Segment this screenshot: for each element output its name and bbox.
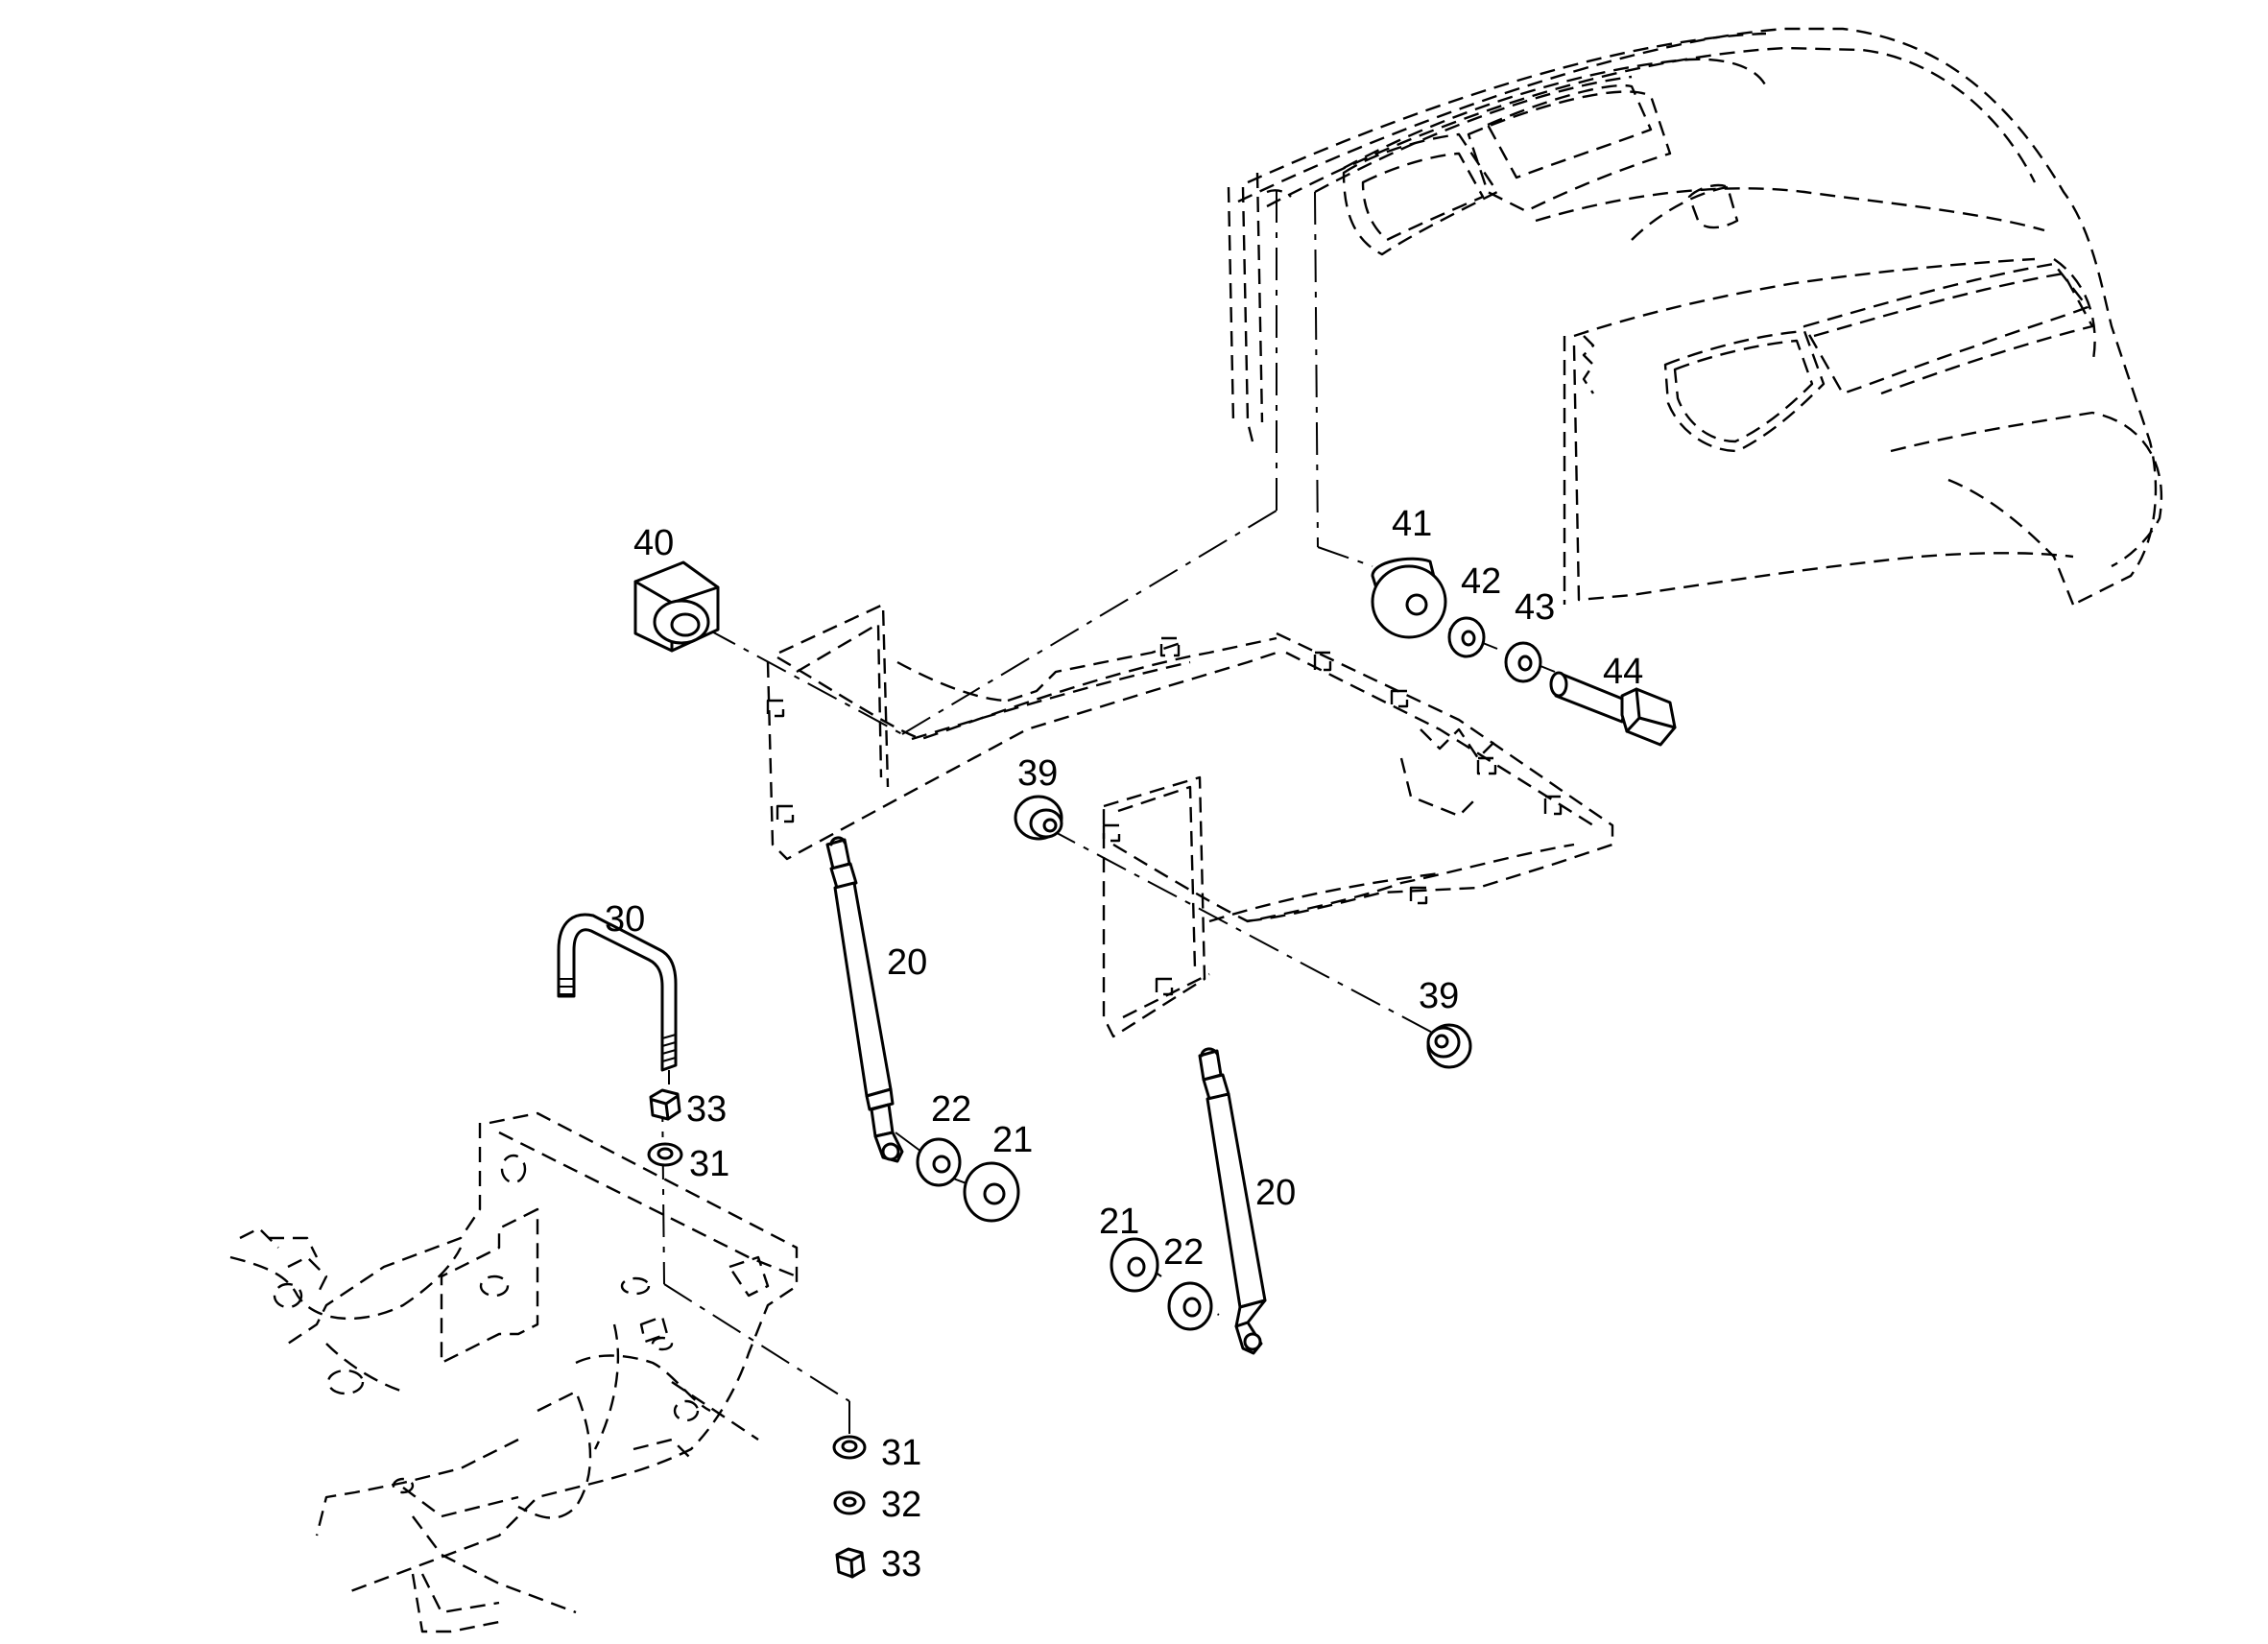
leader-lines	[661, 187, 1556, 1449]
callouts: 40 41 42 43 44 39 39 20 20 22 21 21 22 3…	[605, 504, 1643, 1584]
rops-frame	[766, 603, 1614, 1038]
part-31-washer-upper	[647, 1142, 683, 1167]
callout-30: 30	[605, 899, 645, 940]
chassis-frame	[229, 1111, 799, 1633]
callout-33-upper: 33	[686, 1089, 727, 1130]
callout-21-left: 21	[992, 1120, 1033, 1160]
callout-40: 40	[633, 523, 674, 563]
part-33-nut-lower	[835, 1547, 866, 1579]
part-32-lock-washer	[833, 1490, 866, 1515]
part-42-washer	[1447, 616, 1486, 658]
part-21-washer-right	[1110, 1237, 1159, 1293]
callout-33-lower: 33	[881, 1544, 921, 1584]
callout-31-lower: 31	[881, 1433, 921, 1473]
callout-39-top: 39	[1017, 753, 1058, 794]
callout-21-right: 21	[1099, 1202, 1139, 1242]
hood-body	[1227, 27, 2163, 607]
callout-22-right: 22	[1163, 1232, 1204, 1273]
callout-20-left: 20	[887, 942, 927, 983]
callout-22-left: 22	[931, 1089, 971, 1130]
part-22-washer-left	[916, 1137, 962, 1187]
part-40-mount-plate	[633, 560, 720, 653]
part-20-gas-strut-right	[1198, 1047, 1267, 1355]
part-43-washer	[1504, 641, 1542, 683]
callout-44: 44	[1603, 652, 1643, 692]
part-39-grommet-bottom	[1426, 1023, 1472, 1069]
callout-32: 32	[881, 1485, 921, 1525]
part-41-rubber-mount	[1371, 557, 1447, 639]
callout-42: 42	[1461, 561, 1501, 602]
callout-43: 43	[1515, 587, 1555, 628]
part-39-grommet-top	[1014, 795, 1063, 841]
callout-41: 41	[1392, 504, 1432, 544]
part-30-u-bolt	[557, 913, 678, 1084]
callout-31-upper: 31	[689, 1144, 729, 1184]
part-33-nut-upper	[649, 1088, 681, 1121]
callout-39-bottom: 39	[1419, 976, 1459, 1016]
part-44-bolt	[1549, 671, 1677, 747]
part-21-washer-left	[963, 1161, 1020, 1223]
part-22-washer-right	[1167, 1281, 1213, 1331]
callout-20-right: 20	[1255, 1173, 1296, 1213]
part-20-gas-strut-left	[825, 836, 904, 1163]
part-31-washer-lower	[832, 1435, 867, 1460]
